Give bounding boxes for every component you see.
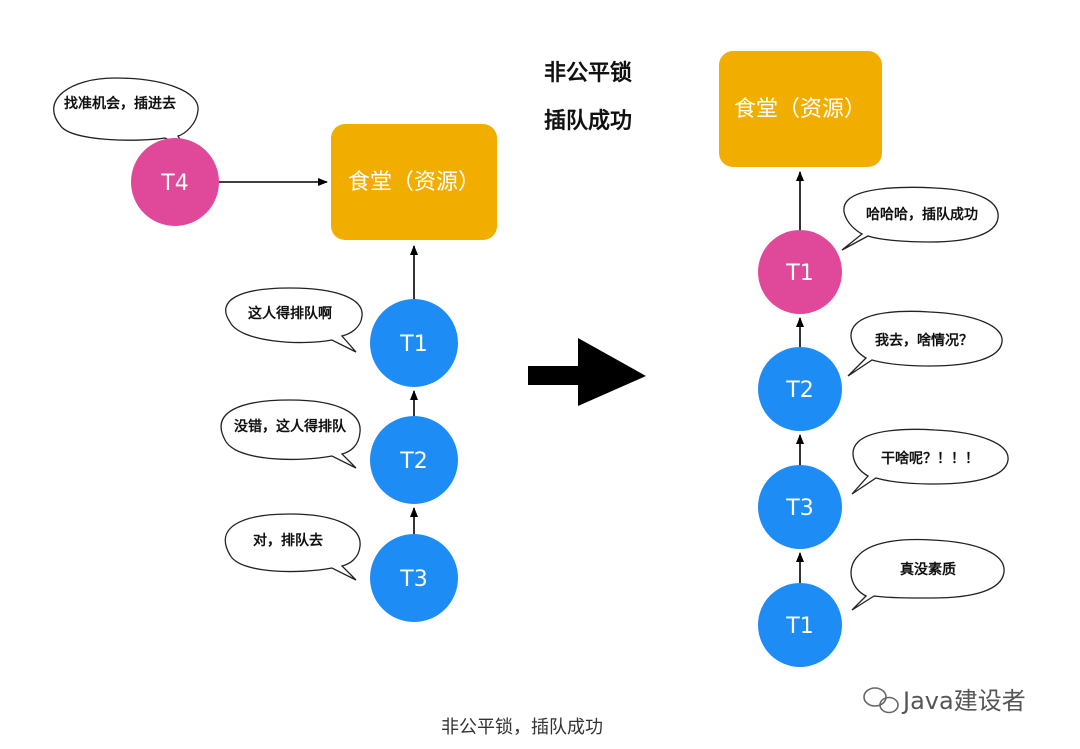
- right-resource-label: 食堂（资源）: [734, 97, 866, 122]
- caption: 非公平锁，插队成功: [441, 717, 603, 738]
- bubble-text-r2: 我去，啥情况？: [875, 332, 973, 349]
- bubble-text-t3-left: 对，排队去: [253, 532, 323, 549]
- node-label: T3: [399, 567, 427, 592]
- node-t1-left: T1: [370, 299, 458, 387]
- bubble-text-t1-left: 这人得排队啊: [248, 305, 332, 322]
- node-label: T2: [399, 449, 427, 474]
- speech-bubble-t3-left: 对，排队去: [224, 513, 361, 581]
- left-resource-label: 食堂（资源）: [348, 170, 480, 195]
- node-label: T4: [160, 171, 188, 196]
- node-t1-pink-right: T1: [758, 230, 842, 314]
- transition-arrow-icon: [528, 338, 646, 406]
- speech-bubble-t2-left: 没错，这人得排队: [220, 399, 361, 469]
- node-t4-left: T4: [131, 138, 219, 226]
- node-label: T1: [399, 332, 427, 357]
- wechat-icon: [863, 687, 899, 714]
- speech-bubble-r1-pink: 哈哈哈，插队成功: [841, 186, 999, 251]
- speech-bubble-r2: 我去，啥情况？: [847, 310, 1003, 377]
- node-label: T2: [785, 378, 813, 403]
- node-label: T3: [785, 496, 813, 521]
- speech-bubble-t1-left: 这人得排队啊: [225, 287, 363, 353]
- node-label: T1: [785, 261, 813, 286]
- left-resource-box: 食堂（资源）: [331, 124, 497, 240]
- speech-bubble-t4: 找准机会，插进去: [53, 77, 199, 150]
- node-t3-left: T3: [370, 534, 458, 622]
- bubble-text-r3: 干啥呢？！！！: [881, 450, 979, 467]
- title-block: 非公平锁 插队成功: [544, 60, 632, 134]
- node-t1-blue-right: T1: [758, 583, 842, 667]
- speech-bubble-r3: 干啥呢？！！！: [851, 428, 1009, 495]
- bubble-text-r4: 真没素质: [900, 561, 956, 578]
- speech-bubble-r4: 真没素质: [850, 538, 1005, 611]
- bubble-text-t2-left: 没错，这人得排队: [234, 418, 347, 435]
- node-t3-right: T3: [758, 465, 842, 549]
- title-line-1: 非公平锁: [544, 60, 632, 86]
- node-label: T1: [785, 614, 813, 639]
- watermark-text: Java建设者: [901, 687, 1026, 715]
- right-resource-box: 食堂（资源）: [719, 51, 882, 167]
- bubble-text-r1-pink: 哈哈哈，插队成功: [866, 206, 978, 223]
- node-t2-left: T2: [370, 416, 458, 504]
- watermark: Java建设者: [863, 687, 1026, 715]
- title-line-2: 插队成功: [544, 109, 632, 134]
- node-t2-right: T2: [758, 347, 842, 431]
- bubble-text-t4: 找准机会，插进去: [64, 95, 176, 112]
